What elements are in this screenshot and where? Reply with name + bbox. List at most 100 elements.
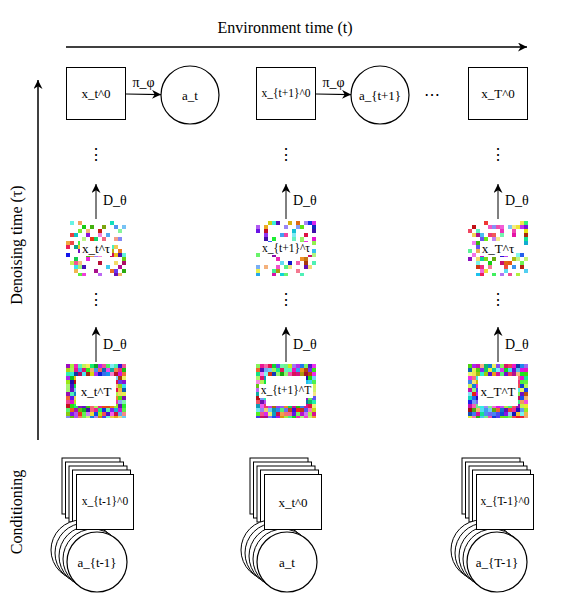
noise-pixel [512, 273, 516, 276]
noise-pixel [280, 221, 284, 225]
noise-pixel [512, 372, 516, 376]
noise-pixel [264, 233, 268, 237]
noise-pixel [114, 372, 118, 376]
noise-pixel [524, 372, 528, 376]
noise-pixel [74, 372, 78, 376]
noise-pixel [472, 400, 476, 404]
node-label: x_t^T [79, 384, 114, 399]
noise-pixel [284, 368, 288, 372]
noise-pixel [524, 221, 528, 225]
noise-pixel [98, 416, 102, 418]
noise-pixel [264, 257, 268, 261]
noise-pixel [114, 265, 118, 269]
noise-pixel [98, 221, 102, 225]
noise-pixel [280, 408, 284, 412]
noise-pixel [272, 372, 276, 376]
noise-pixel [98, 273, 102, 276]
noise-pixel [78, 364, 82, 368]
noise-pixel [114, 261, 118, 265]
noise-pixel [276, 368, 280, 372]
noise-pixel [74, 265, 78, 269]
noise-pixel [118, 229, 122, 233]
noise-pixel [520, 396, 524, 400]
noise-pixel [312, 408, 316, 412]
noise-pixel [524, 412, 528, 416]
noise-pixel [524, 408, 528, 412]
noise-pixel [94, 225, 98, 229]
noise-pixel [468, 404, 472, 408]
noise-pixel [288, 221, 292, 225]
noise-pixel [284, 261, 288, 265]
noise-pixel [122, 396, 126, 400]
noise-pixel [74, 253, 78, 257]
noise-pixel [272, 273, 276, 276]
operator-label: D_θ [103, 194, 127, 208]
node-label: x_{t-1}^0 [82, 496, 128, 508]
noise-pixel [70, 221, 74, 225]
noise-pixel [500, 257, 504, 261]
noise-pixel [70, 273, 74, 276]
noise-pixel [264, 273, 268, 276]
noise-pixel [496, 225, 500, 229]
noise-pixel [300, 364, 304, 368]
noise-pixel [520, 376, 524, 380]
noise-pixel [508, 412, 512, 416]
noise-pixel [66, 249, 70, 253]
noise-pixel [74, 269, 78, 273]
noise-pixel [284, 364, 288, 368]
noise-pixel [284, 257, 288, 261]
noise-pixel [292, 412, 296, 416]
noise-pixel [268, 372, 272, 376]
noise-pixel [472, 404, 476, 408]
noise-pixel [272, 269, 276, 273]
noise-pixel [66, 384, 70, 388]
noise-pixel [256, 237, 260, 241]
noise-pixel [78, 412, 82, 416]
noise-pixel [468, 237, 472, 241]
noise-pixel [70, 253, 74, 257]
noise-pixel [110, 229, 114, 233]
noise-pixel [284, 416, 288, 418]
noise-pixel [102, 257, 106, 261]
noise-pixel [308, 257, 312, 261]
noise-pixel [312, 241, 316, 245]
noise-pixel [504, 408, 508, 412]
noise-pixel [122, 225, 126, 229]
noise-pixel [118, 368, 122, 372]
noise-pixel [488, 273, 492, 276]
noise-pixel [496, 372, 500, 376]
noise-pixel [508, 261, 512, 265]
noise-pixel [74, 416, 78, 418]
operator-label: D_θ [505, 194, 529, 208]
noise-pixel [98, 229, 102, 233]
noise-pixel [308, 225, 312, 229]
noise-pixel [66, 396, 70, 400]
noise-pixel [70, 380, 74, 384]
noise-pixel [74, 412, 78, 416]
noise-pixel [472, 380, 476, 384]
noise-pixel [472, 245, 476, 249]
noise-pixel [74, 229, 78, 233]
noise-pixel [304, 368, 308, 372]
noise-pixel [82, 408, 86, 412]
noise-pixel [516, 233, 520, 237]
noise-pixel [272, 261, 276, 265]
circle-shape [67, 532, 127, 592]
noise-pixel [516, 225, 520, 229]
noise-pixel [488, 372, 492, 376]
noise-pixel [468, 225, 472, 229]
noise-pixel [308, 237, 312, 241]
noise-pixel [118, 249, 122, 253]
noise-pixel [512, 261, 516, 265]
noise-pixel [106, 273, 110, 276]
noise-pixel [102, 372, 106, 376]
noise-pixel [114, 364, 118, 368]
noise-pixel [312, 249, 316, 253]
noise-pixel [256, 269, 260, 273]
noise-pixel [296, 257, 300, 261]
noise-pixel [304, 237, 308, 241]
noise-pixel [472, 241, 476, 245]
noise-pixel [70, 416, 74, 418]
noise-pixel [520, 384, 524, 388]
noise-pixel [516, 229, 520, 233]
